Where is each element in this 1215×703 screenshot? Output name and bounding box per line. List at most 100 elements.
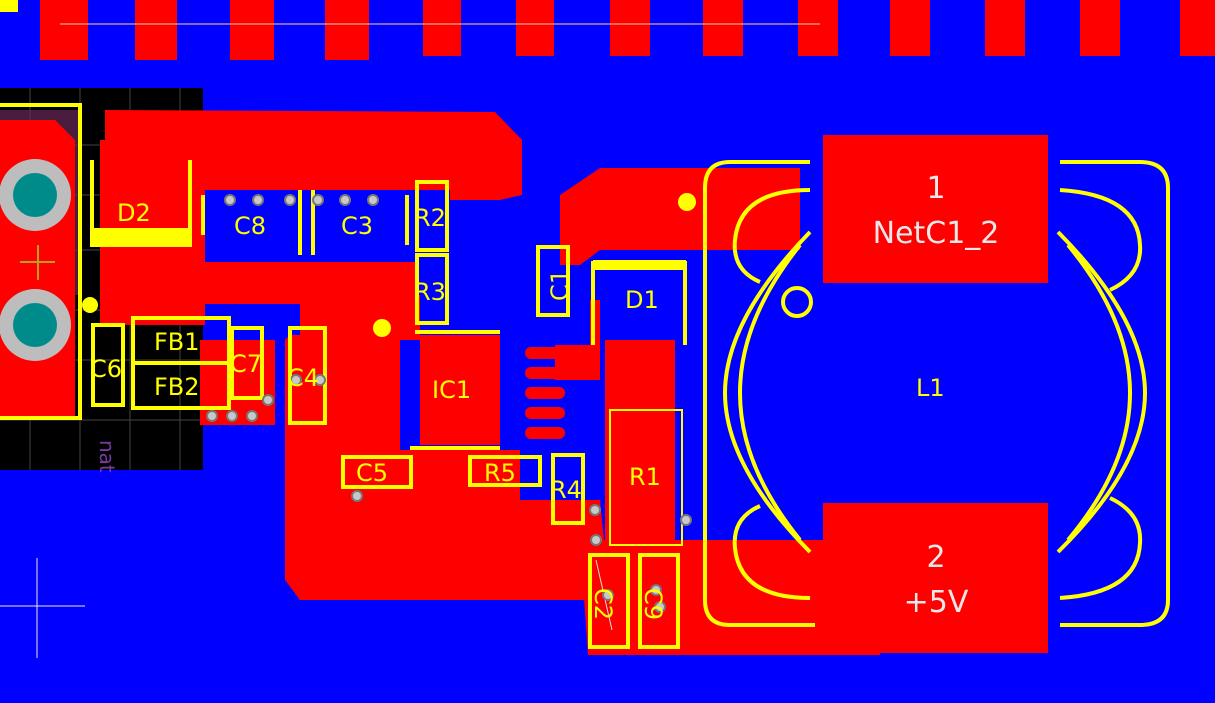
designator-r2[interactable]: R2 [414, 204, 446, 232]
copper-pours [100, 110, 880, 655]
designator-c2[interactable]: C2 [589, 588, 617, 620]
via[interactable] [226, 410, 238, 422]
silkscreen [0, 160, 1170, 658]
vias [206, 194, 692, 613]
designator-c8[interactable]: C8 [234, 212, 266, 240]
c6-outline [91, 323, 125, 407]
ic1-pin1-dot [373, 319, 391, 337]
c4-outline [288, 326, 327, 425]
via[interactable] [589, 504, 601, 516]
r1-outline [609, 409, 683, 546]
designator-c4[interactable]: C4 [287, 364, 319, 392]
c5-outline [341, 455, 413, 489]
via[interactable] [312, 194, 324, 206]
pad2-number: 2 [926, 540, 945, 575]
designator-r3[interactable]: R3 [414, 278, 446, 306]
copper-pour-sw[interactable] [560, 168, 800, 265]
l1-pin1-marker [781, 286, 813, 318]
fb2-outline [131, 361, 231, 410]
header-pad[interactable] [703, 0, 743, 56]
header-pad[interactable] [1180, 0, 1215, 56]
copper-pour-top[interactable] [105, 110, 522, 200]
pad1-number: 1 [926, 171, 945, 206]
designator-c1[interactable]: C1 [546, 269, 574, 301]
designator-fb2[interactable]: FB2 [154, 373, 200, 401]
header-pad-row [0, 0, 1215, 60]
ic1-pads [345, 300, 600, 445]
designator-c6[interactable]: C6 [90, 355, 122, 383]
ic1-pin[interactable] [345, 380, 385, 392]
ic1-pin[interactable] [345, 400, 385, 412]
designator-d2[interactable]: D2 [117, 199, 151, 227]
designator-c9[interactable]: C9 [639, 588, 667, 620]
d2-cathode-band [92, 228, 190, 246]
via[interactable] [290, 374, 302, 386]
via[interactable] [246, 410, 258, 422]
designator-ic1[interactable]: IC1 [432, 376, 471, 404]
ic1-pin[interactable] [525, 407, 565, 419]
copper-trace[interactable] [300, 295, 420, 340]
copper-pour-r1[interactable] [605, 340, 675, 545]
connector-outline [0, 103, 82, 420]
header-pad[interactable] [798, 0, 838, 56]
designator-r4[interactable]: R4 [550, 476, 582, 504]
header-pad[interactable] [985, 0, 1025, 56]
designator-d1[interactable]: D1 [625, 286, 659, 314]
c7-outline [230, 326, 264, 400]
pad2-net-name: +5V [904, 585, 969, 620]
header-pad[interactable] [610, 0, 650, 56]
via[interactable] [262, 394, 274, 406]
d1-pin-dot [678, 193, 696, 211]
header-pad[interactable] [230, 0, 274, 60]
header-pad[interactable] [516, 0, 554, 56]
via[interactable] [680, 514, 692, 526]
designator-fb1[interactable]: FB1 [154, 328, 200, 356]
c2-outline [588, 553, 630, 649]
via[interactable] [590, 534, 602, 546]
silkscreen-corner [0, 0, 18, 12]
designator-r1[interactable]: R1 [629, 463, 661, 491]
designator-c7[interactable]: C7 [230, 350, 262, 378]
ic1-pin[interactable] [345, 360, 385, 372]
ic1-thermal-pad[interactable] [420, 335, 500, 445]
designator-l1[interactable]: L1 [916, 374, 945, 402]
l1-pad-2[interactable] [823, 503, 1048, 653]
r3-outline [415, 253, 449, 325]
designators: D2 C8 C3 R2 R3 C1 D1 FB1 FB2 C6 C7 C4 IC… [90, 199, 945, 620]
ic1-pin[interactable] [525, 427, 565, 439]
r2-outline [415, 180, 449, 252]
header-pad[interactable] [325, 0, 369, 60]
designator-r5[interactable]: R5 [484, 459, 516, 487]
via[interactable] [314, 374, 326, 386]
via[interactable] [206, 410, 218, 422]
via[interactable] [224, 194, 236, 206]
c9-outline [638, 553, 680, 649]
r5-outline [468, 455, 542, 487]
header-pad[interactable] [890, 0, 930, 56]
via[interactable] [252, 194, 264, 206]
l1-pad-1[interactable] [823, 135, 1048, 283]
via[interactable] [650, 584, 662, 596]
r4-outline [551, 453, 585, 525]
designator-c3[interactable]: C3 [341, 212, 373, 240]
designator-c5[interactable]: C5 [356, 459, 388, 487]
header-pad[interactable] [40, 0, 88, 60]
header-pad[interactable] [423, 0, 461, 56]
via[interactable] [284, 194, 296, 206]
pad1-net-name: NetC1_2 [873, 216, 1000, 251]
clipped-silkscreen-text: nat [95, 440, 119, 473]
via[interactable] [351, 490, 363, 502]
header-pad[interactable] [135, 0, 177, 60]
via[interactable] [654, 601, 666, 613]
header-pad[interactable] [1080, 0, 1120, 56]
ic1-pin[interactable] [525, 387, 565, 399]
l1-pad-labels: 1 NetC1_2 2 +5V [873, 171, 1000, 620]
via[interactable] [339, 194, 351, 206]
c1-outline [536, 245, 570, 317]
via[interactable] [602, 589, 614, 601]
via[interactable] [367, 194, 379, 206]
l1-outline [703, 160, 815, 627]
copper-trace[interactable] [555, 300, 600, 380]
